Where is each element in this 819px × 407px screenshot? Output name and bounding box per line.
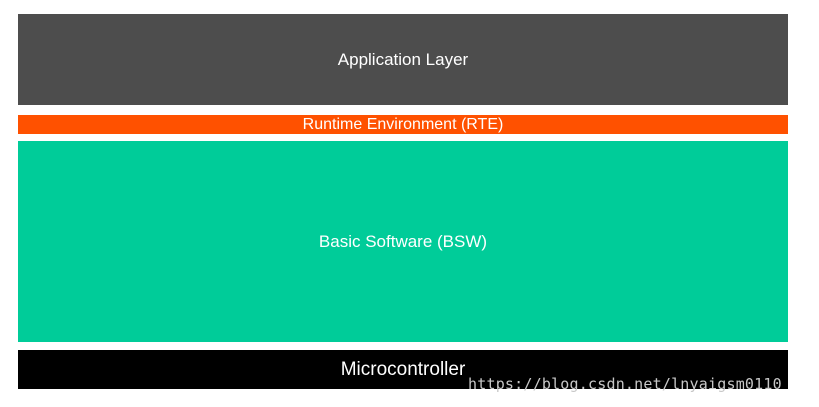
rte-layer-label: Runtime Environment (RTE) — [302, 115, 504, 133]
microcontroller-layer: Microcontroller — [18, 350, 788, 389]
application-layer: Application Layer — [18, 14, 788, 105]
microcontroller-layer-label: Microcontroller — [340, 358, 466, 380]
watermark-url: https://blog.csdn.net/lnyaigsm0110 — [468, 375, 782, 393]
bsw-layer-label: Basic Software (BSW) — [318, 231, 488, 251]
application-layer-label: Application Layer — [337, 49, 469, 69]
bsw-layer: Basic Software (BSW) — [18, 141, 788, 342]
rte-layer: Runtime Environment (RTE) — [18, 115, 788, 134]
